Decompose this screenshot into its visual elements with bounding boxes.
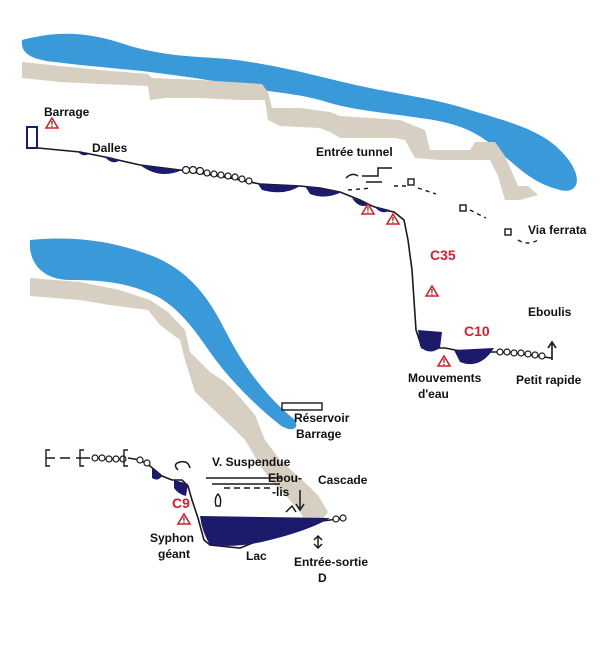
label-barrage: Barrage xyxy=(44,105,90,119)
label-lac: Lac xyxy=(246,549,267,563)
via-ferrata-markers xyxy=(407,178,512,236)
label-c9: C9 xyxy=(172,495,190,511)
label-via-ferrata: Via ferrata xyxy=(528,223,587,237)
lower-boulders xyxy=(91,454,347,523)
label-entree-tunnel: Entrée tunnel xyxy=(316,145,393,159)
arrow-icon xyxy=(313,534,323,550)
label-reservoir-2: Barrage xyxy=(296,427,342,441)
label-entree-sortie: Entrée-sortie xyxy=(294,555,368,569)
label-entree-sortie-2: D xyxy=(318,571,327,585)
label-mouvements-2: d'eau xyxy=(418,387,449,401)
top-river xyxy=(21,33,577,191)
arrow-icon xyxy=(285,504,297,513)
via-ferrata-path xyxy=(347,185,539,244)
label-ebou: Ebou- xyxy=(268,471,302,485)
label-petit-rapide: Petit rapide xyxy=(516,373,582,387)
label-reservoir: Réservoir xyxy=(294,411,350,425)
label-c35: C35 xyxy=(430,247,456,263)
v-suspendue-icon xyxy=(206,477,282,507)
lower-rock-bank xyxy=(30,278,328,520)
top-pools xyxy=(78,152,494,365)
lower-brackets xyxy=(45,449,128,467)
warning-triangle-icon: ! xyxy=(424,284,440,297)
warning-triangle-icon: ! xyxy=(360,202,376,215)
arrow-icon xyxy=(174,460,191,471)
label-mouvements: Mouvements xyxy=(408,371,482,385)
svg-text:!: ! xyxy=(443,358,446,367)
svg-text:!: ! xyxy=(431,288,434,297)
dam-icon xyxy=(26,126,38,149)
label-c10: C10 xyxy=(464,323,490,339)
label-dalles: Dalles xyxy=(92,141,128,155)
svg-text:!: ! xyxy=(367,206,370,215)
warning-triangle-icon: ! xyxy=(44,116,60,129)
label-syphon: Syphon xyxy=(150,531,194,545)
top-rock-bank xyxy=(22,62,538,200)
arrow-icon xyxy=(547,340,557,360)
svg-text:!: ! xyxy=(392,216,395,225)
svg-text:!: ! xyxy=(183,516,186,525)
lower-profile xyxy=(46,457,347,549)
tunnel-icon xyxy=(362,167,392,183)
arrow-icon xyxy=(295,490,305,512)
lower-river xyxy=(29,238,297,430)
reservoir-icon xyxy=(281,402,323,411)
arrow-icon xyxy=(345,173,359,179)
warning-triangle-icon: ! xyxy=(385,212,401,225)
label-cascade: Cascade xyxy=(318,473,368,487)
label-syphon-2: géant xyxy=(158,547,190,561)
warning-triangle-icon: ! xyxy=(436,354,452,367)
label-ebou-2: -lis xyxy=(272,485,290,499)
lower-pools xyxy=(152,468,330,546)
svg-text:!: ! xyxy=(51,120,54,129)
label-v-suspendue: V. Suspendue xyxy=(212,455,291,469)
label-eboulis: Eboulis xyxy=(528,305,572,319)
warning-triangle-icon: ! xyxy=(176,512,192,525)
boulder-chain-icon xyxy=(181,165,546,360)
